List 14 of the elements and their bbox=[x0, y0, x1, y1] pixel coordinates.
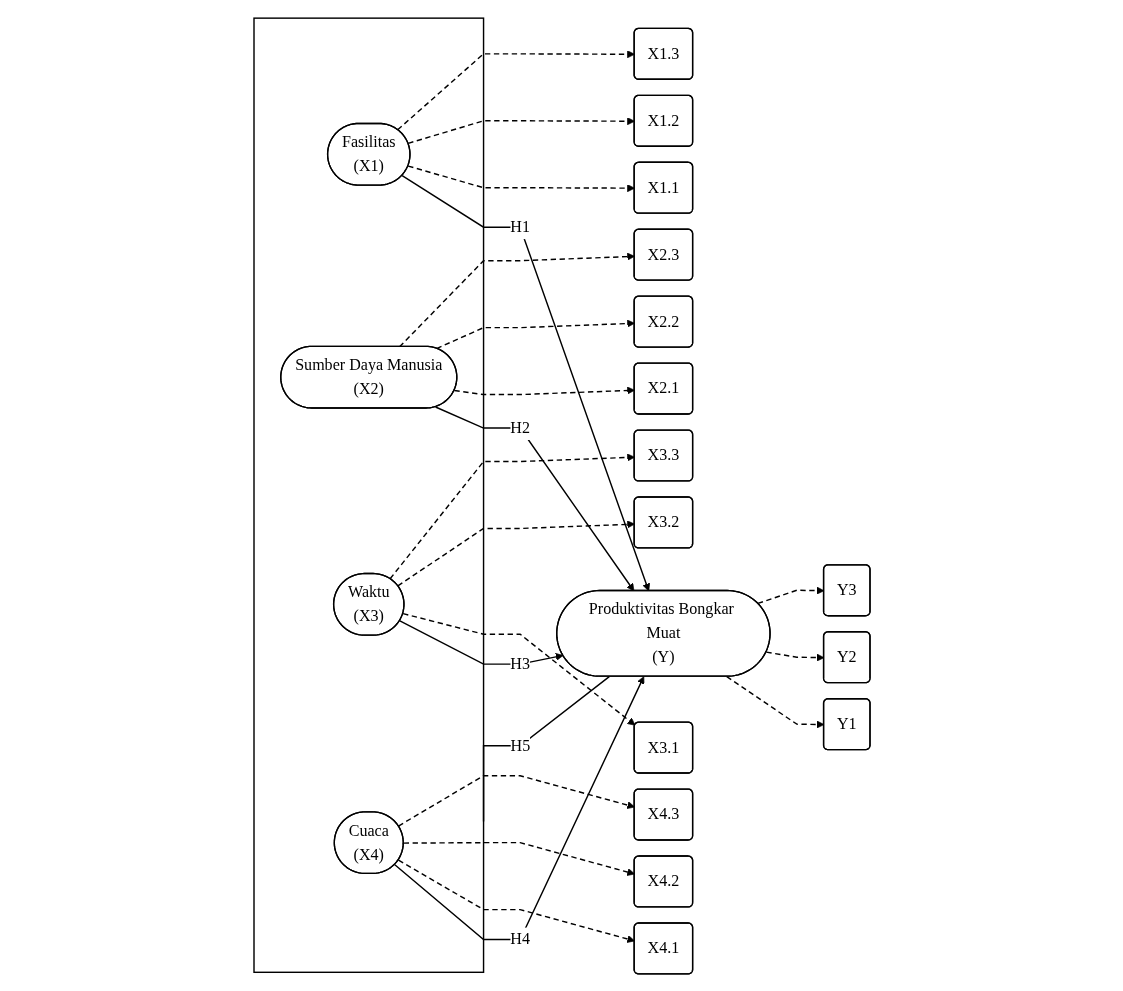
arrow bbox=[400, 174, 650, 591]
arrow bbox=[393, 675, 644, 940]
arrow bbox=[765, 650, 824, 661]
arrow bbox=[398, 619, 563, 665]
edge-label: H4 bbox=[509, 929, 530, 948]
arrow bbox=[434, 405, 634, 591]
connector bbox=[482, 675, 610, 822]
edge-label: H3 bbox=[509, 654, 530, 673]
edge-label: H2 bbox=[509, 418, 530, 437]
arrow bbox=[725, 675, 824, 728]
cluster bbox=[252, 16, 484, 973]
edge-label: H1 bbox=[509, 217, 530, 236]
edge-label: H5 bbox=[510, 735, 530, 754]
arrow bbox=[401, 612, 635, 726]
